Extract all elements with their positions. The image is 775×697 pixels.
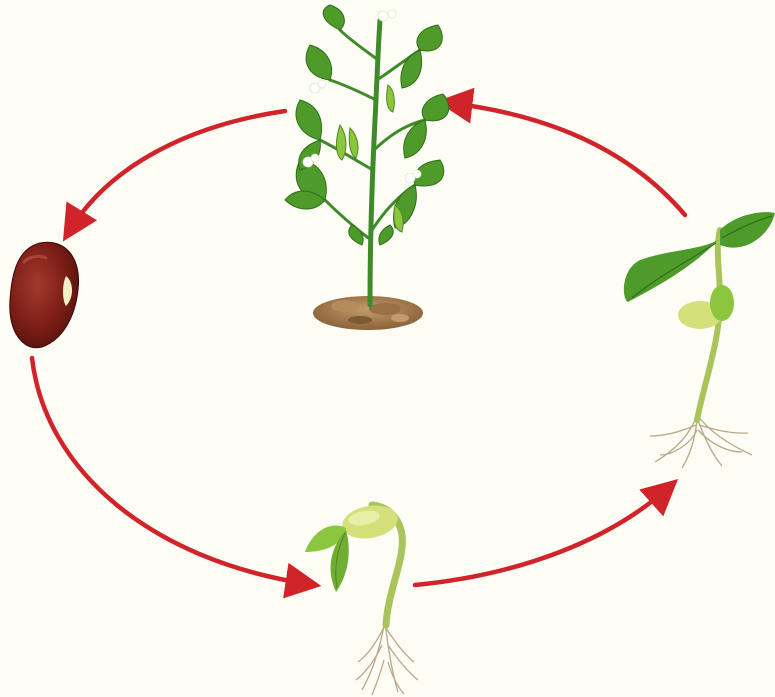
diagram-canvas bbox=[0, 0, 775, 697]
life-cycle-diagram bbox=[0, 0, 775, 697]
